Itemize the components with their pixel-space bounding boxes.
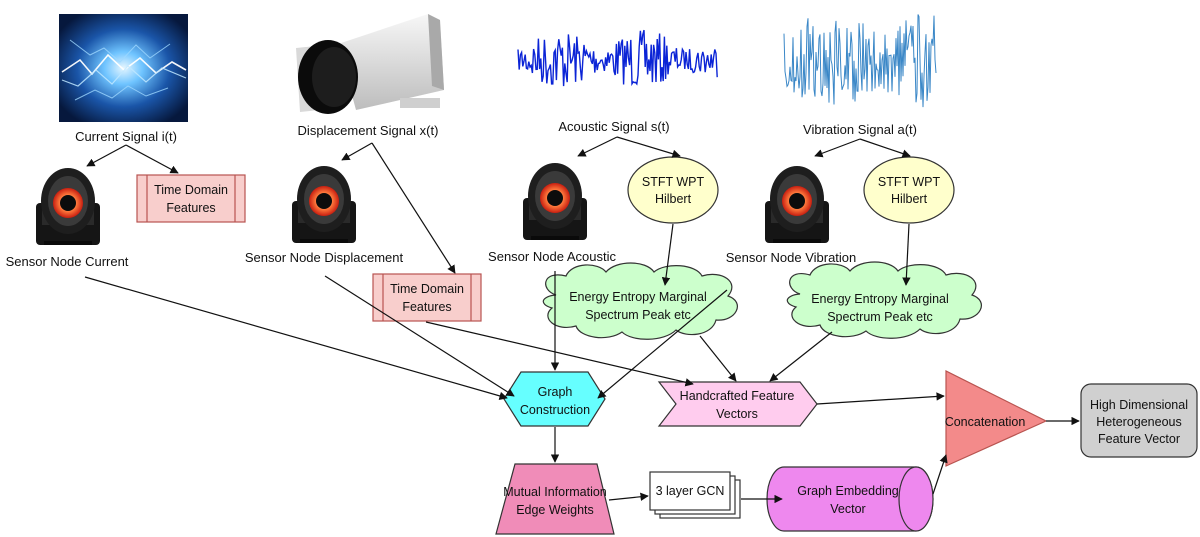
edge-displacement-to-sensor: [341, 142, 373, 161]
current-signal-image: [59, 14, 188, 122]
sensor-acoustic-icon: [523, 163, 587, 240]
edge-handcrafted-to-concat: [816, 392, 945, 405]
acoustic-signal-label: Acoustic Signal s(t): [558, 119, 669, 134]
edge-sensor-current-to-graph: [84, 276, 508, 400]
graph-construction-label-2: Construction: [520, 403, 590, 417]
output-label-2: Heterogeneous: [1096, 415, 1181, 429]
sensor-vibration-icon: [765, 166, 829, 243]
sensor-current-label: Sensor Node Current: [6, 254, 129, 269]
stft-label-a1: STFT WPT: [642, 175, 705, 189]
edge-stft-to-energy-vibration: [902, 223, 911, 286]
sensor-displacement-icon: [292, 166, 356, 243]
edge-stft-to-energy-acoustic: [661, 223, 674, 286]
output-feature-vector-node: High Dimensional Heterogeneous Feature V…: [1080, 383, 1198, 458]
output-label-3: Feature Vector: [1098, 432, 1180, 446]
edge-timedomain-to-handcrafted: [425, 321, 694, 387]
embedding-label-2: Vector: [830, 502, 865, 516]
edge-mutualinfo-to-gcn: [608, 492, 649, 501]
concatenation-node: Concatenation: [945, 370, 1048, 467]
time-domain-label-2b: Features: [402, 300, 451, 314]
edge-acoustic-energy-to-handcrafted: [699, 335, 737, 382]
edge-acoustic-energy-to-graph: [597, 289, 728, 399]
edge-displacement-to-timedomain: [371, 142, 456, 274]
edge-acoustic-to-sensor: [577, 136, 618, 157]
vibration-signal-label: Vibration Signal a(t): [803, 122, 917, 137]
handcrafted-label-2: Vectors: [716, 407, 758, 421]
edge-sensor-displacement-to-graph: [324, 275, 515, 397]
edge-current-to-sensor: [86, 144, 127, 167]
graph-construction-label-1: Graph: [538, 385, 573, 399]
time-domain-label-1b: Features: [166, 201, 215, 215]
edge-vibration-to-stft: [859, 138, 911, 158]
handcrafted-features-node: Handcrafted Feature Vectors: [657, 381, 818, 427]
vibration-signal-image: [783, 14, 937, 108]
current-signal-label: Current Signal i(t): [75, 129, 177, 144]
edge-vibration-energy-to-handcrafted: [769, 331, 833, 382]
displacement-signal-image: [296, 14, 444, 114]
time-domain-features-box-1: Time Domain Features: [136, 174, 246, 223]
time-domain-label-1a: Time Domain: [154, 183, 228, 197]
energy-cloud-acoustic: Energy Entropy Marginal Spectrum Peak et…: [542, 262, 738, 340]
sensor-displacement-label: Sensor Node Displacement: [245, 250, 404, 265]
stft-label-v1: STFT WPT: [878, 175, 941, 189]
time-domain-label-2a: Time Domain: [390, 282, 464, 296]
gcn-node: 3 layer GCN: [649, 471, 741, 519]
gcn-label: 3 layer GCN: [656, 484, 725, 498]
edge-embedding-to-concat: [932, 454, 948, 495]
output-label-1: High Dimensional: [1090, 398, 1188, 412]
acoustic-signal-image: [517, 29, 718, 87]
mutual-info-label-2: Edge Weights: [516, 503, 594, 517]
edges: [84, 136, 1080, 504]
stft-label-a2: Hilbert: [655, 192, 692, 206]
sensor-current-icon: [36, 168, 100, 245]
sensor-vibration-label: Sensor Node Vibration: [726, 250, 857, 265]
stft-ellipse-acoustic: STFT WPT Hilbert: [627, 156, 719, 224]
stft-label-v2: Hilbert: [891, 192, 928, 206]
graph-construction-node: Graph Construction: [503, 371, 606, 427]
energy-cloud-vibration: Energy Entropy Marginal Spectrum Peak et…: [786, 261, 982, 339]
handcrafted-label-1: Handcrafted Feature: [680, 389, 795, 403]
energy-label-v1: Energy Entropy Marginal: [811, 292, 949, 306]
stft-ellipse-vibration: STFT WPT Hilbert: [863, 156, 955, 224]
displacement-signal-label: Displacement Signal x(t): [298, 123, 439, 138]
concatenation-label: Concatenation: [945, 415, 1026, 429]
edge-acoustic-to-stft: [616, 136, 681, 158]
edge-current-to-timedomain: [125, 144, 179, 174]
graph-embedding-node: Graph Embedding Vector: [766, 466, 934, 532]
embedding-label-1: Graph Embedding: [797, 484, 899, 498]
edge-vibration-to-sensor: [814, 138, 861, 158]
energy-label-a2: Spectrum Peak etc: [585, 308, 691, 322]
mutual-info-label-1: Mutual Information: [503, 485, 607, 499]
time-domain-features-box-2: Time Domain Features: [372, 273, 482, 322]
mutual-information-node: Mutual Information Edge Weights: [495, 463, 615, 535]
energy-label-a1: Energy Entropy Marginal: [569, 290, 707, 304]
energy-label-v2: Spectrum Peak etc: [827, 310, 933, 324]
sensor-acoustic-label: Sensor Node Acoustic: [488, 249, 616, 264]
